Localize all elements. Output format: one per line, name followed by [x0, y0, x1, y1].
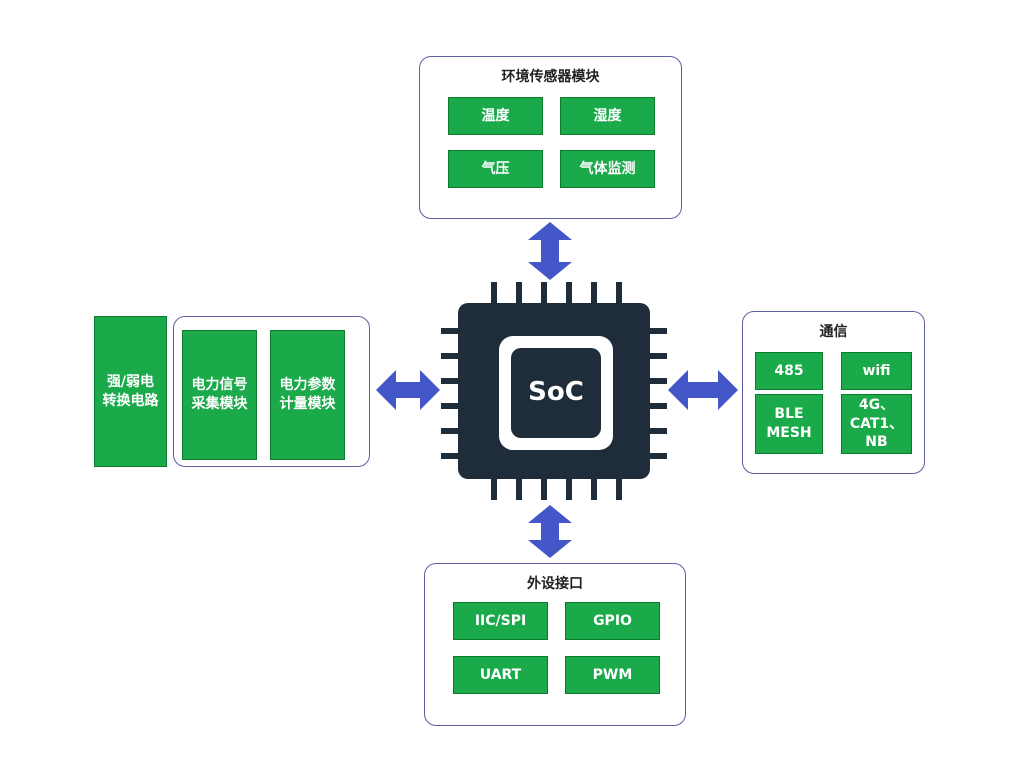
module-gpio: GPIO	[565, 602, 660, 640]
module-humidity: 湿度	[560, 97, 655, 135]
chip-pin	[647, 453, 667, 459]
module-power-parameter-metering: 电力参数 计量模块	[270, 330, 345, 460]
chip-pin	[647, 378, 667, 384]
chip-pin	[541, 476, 547, 500]
module-pwm: PWM	[565, 656, 660, 694]
chip-pin	[647, 353, 667, 359]
chip-pin	[647, 428, 667, 434]
module-power-signal-acquisition: 电力信号 采集模块	[182, 330, 257, 460]
module-485: 485	[755, 352, 823, 390]
module-power-converter: 强/弱电 转换电路	[94, 316, 167, 467]
chip-pin	[441, 353, 461, 359]
chip-pin	[491, 282, 497, 306]
chip-pin	[616, 476, 622, 500]
peripheral-title: 外设接口	[527, 576, 583, 592]
chip-pin	[441, 453, 461, 459]
chip-pin	[616, 282, 622, 306]
env-sensor-title: 环境传感器模块	[501, 69, 600, 85]
module-iic-spi: IIC/SPI	[453, 602, 548, 640]
chip-pin	[566, 476, 572, 500]
arrow-left	[376, 370, 440, 410]
peripheral-panel: 外设接口 IIC/SPI GPIO UART PWM	[424, 563, 686, 726]
power-panel: 电力信号 采集模块 电力参数 计量模块	[173, 316, 370, 467]
module-4g-cat1-nb: 4G、 CAT1、 NB	[841, 394, 912, 454]
module-uart: UART	[453, 656, 548, 694]
communication-panel: 通信 485 wifi BLE MESH 4G、 CAT1、 NB	[742, 311, 925, 474]
chip-pin	[591, 476, 597, 500]
chip-pin	[441, 378, 461, 384]
module-temperature: 温度	[448, 97, 543, 135]
module-gas-monitoring: 气体监测	[560, 150, 655, 188]
chip-pin	[541, 282, 547, 306]
env-sensor-panel: 环境传感器模块 温度 湿度 气压 气体监测	[419, 56, 682, 219]
module-pressure: 气压	[448, 150, 543, 188]
chip-core	[511, 348, 601, 438]
arrow-right	[668, 370, 738, 410]
module-ble-mesh: BLE MESH	[755, 394, 823, 454]
communication-title: 通信	[819, 324, 848, 340]
chip-pin	[591, 282, 597, 306]
chip-pin	[491, 476, 497, 500]
chip-pin	[441, 328, 461, 334]
chip-pin	[516, 282, 522, 306]
chip-pin	[441, 403, 461, 409]
chip-pin	[441, 428, 461, 434]
chip-pin	[647, 328, 667, 334]
chip-pin	[647, 403, 667, 409]
arrow-top	[528, 222, 572, 280]
chip-label: SoC	[528, 377, 584, 407]
module-wifi: wifi	[841, 352, 912, 390]
chip-pin	[516, 476, 522, 500]
arrow-bottom	[528, 505, 572, 558]
chip-pin	[566, 282, 572, 306]
chip-pins	[441, 282, 667, 500]
